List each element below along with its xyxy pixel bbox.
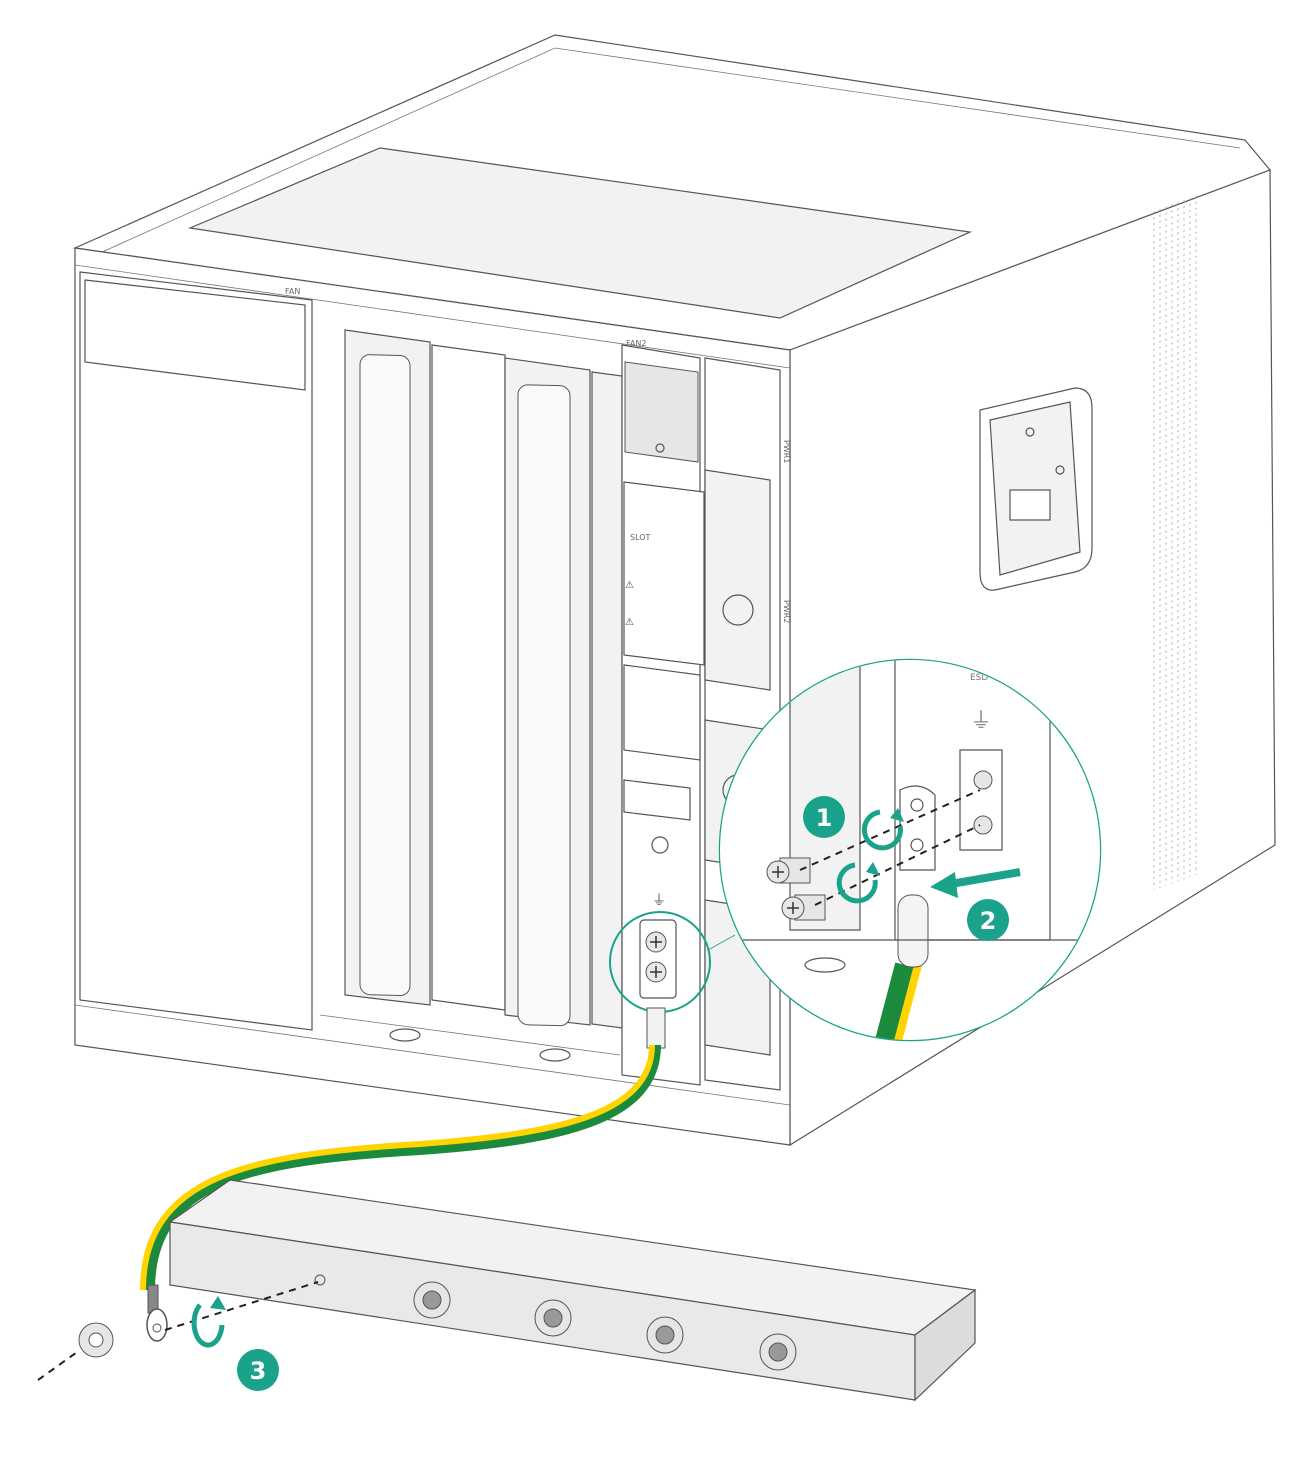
step-2-badge: 2: [967, 899, 1009, 941]
ground-bolt-4: [759, 1333, 797, 1371]
step-1-label: 1: [816, 804, 833, 832]
step-3-badge: 3: [237, 1349, 279, 1391]
warning-icon-2: ⚠: [625, 617, 634, 628]
power-module: FAN2 SLOT ⚠ ⚠ ⏚: [621, 339, 705, 1086]
fan-label-left: FAN: [285, 287, 300, 296]
esd-jack: [651, 836, 669, 854]
pwr2-label: PWR2: [782, 600, 791, 623]
pwr1-label: PWR1: [782, 440, 791, 463]
card-slot-3: [504, 357, 591, 1027]
slot-sticker: [623, 481, 705, 666]
zoom-callout: ESD ⏚: [718, 658, 1102, 1042]
front-ground-callout: [609, 911, 711, 1049]
top-cover-plate: [187, 147, 973, 319]
left-blank-panel: [79, 271, 313, 1031]
card-slot-2: [431, 344, 506, 1011]
ground-bolt-3: [646, 1316, 684, 1354]
left-label-window: [84, 279, 306, 391]
slot-label: SLOT: [630, 533, 651, 542]
ground-bolt-2: [534, 1299, 572, 1337]
step-3-label: 3: [250, 1357, 267, 1385]
hex-nut: [78, 1322, 114, 1358]
power-icon: [655, 443, 665, 453]
ground-icon-front: ⏚: [652, 893, 666, 909]
fan-label-right: FAN2: [626, 339, 646, 348]
ground-cable: [140, 1044, 661, 1342]
chassis: FAN FAN2 SLOT ⚠ ⚠: [72, 34, 1276, 1147]
warning-icon: ⚠: [625, 580, 634, 591]
card-slot-1: [344, 329, 431, 1006]
step-1-badge: 1: [803, 796, 845, 838]
ground-bolt-1: [413, 1281, 451, 1319]
ground-icon: ⏚: [970, 709, 992, 734]
esd-icon: ESD: [970, 673, 988, 683]
ground-bar: [168, 1179, 977, 1402]
zoom-screw-2: [781, 894, 826, 921]
card-slot-4: [591, 371, 623, 1029]
step-2-label: 2: [980, 907, 997, 935]
zoom-screw-1: [766, 857, 811, 884]
side-handle: [979, 387, 1093, 591]
